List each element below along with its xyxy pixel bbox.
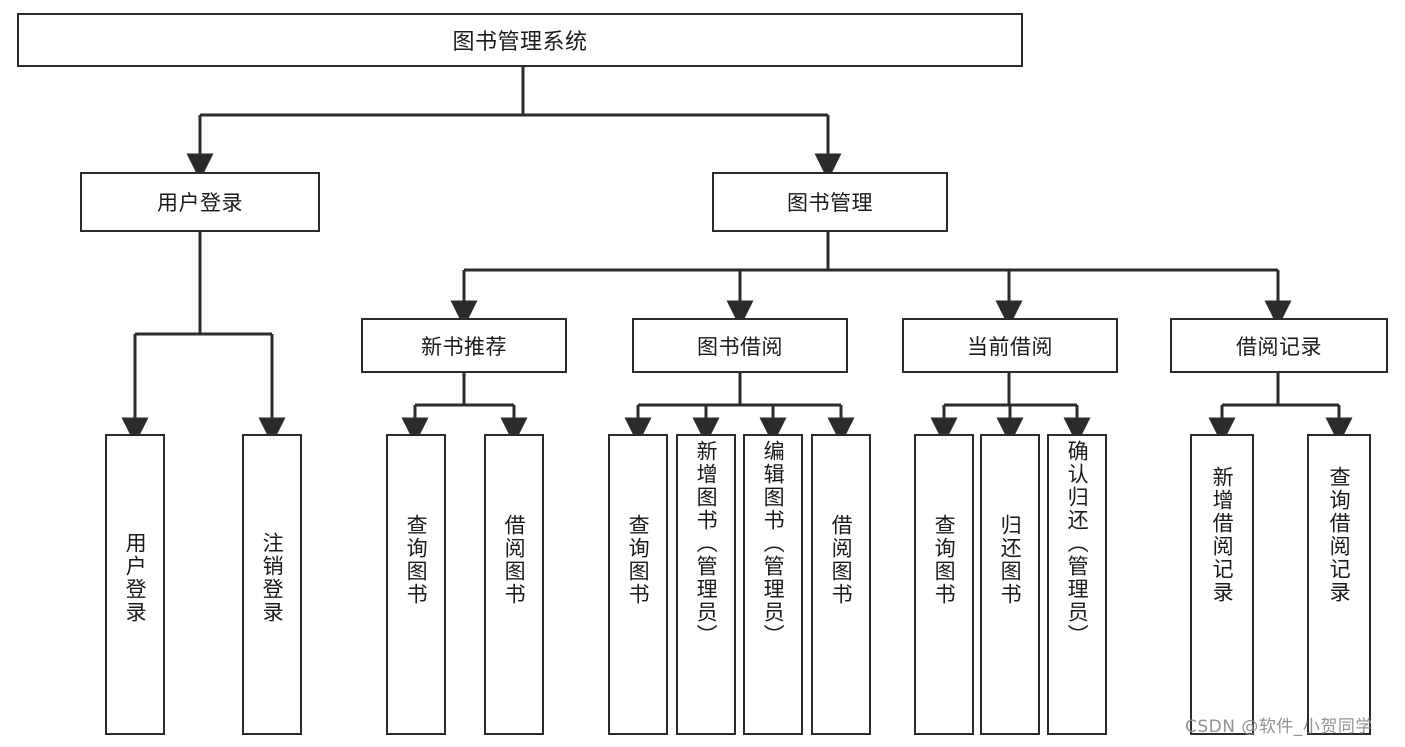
leaf-user-login[interactable]: 用户登录 (105, 434, 165, 735)
node-current-borrow[interactable]: 当前借阅 (902, 318, 1118, 373)
leaf-query-borrow-record[interactable]: 查询借阅记录 (1307, 434, 1371, 735)
leaf-add-borrow-record[interactable]: 新增借阅记录 (1190, 434, 1254, 735)
leaf-label: 确认归还（管理员） (1065, 440, 1090, 647)
leaf-label: 查询图书 (404, 514, 429, 606)
leaf-label: 新增借阅记录 (1210, 466, 1235, 604)
leaf-borrow-book[interactable]: 借阅图书 (811, 434, 871, 735)
leaf-logout[interactable]: 注销登录 (242, 434, 302, 735)
leaf-label: 查询图书 (626, 514, 651, 606)
node-book-management[interactable]: 图书管理 (712, 172, 948, 232)
leaf-edit-book-admin[interactable]: 编辑图书（管理员） (743, 434, 803, 735)
leaf-label: 查询借阅记录 (1327, 466, 1352, 604)
leaf-borrow-book-recommend[interactable]: 借阅图书 (484, 434, 544, 735)
leaf-confirm-return-admin[interactable]: 确认归还（管理员） (1047, 434, 1107, 735)
csdn-watermark: CSDN @软件_小贺同学 (1185, 717, 1373, 737)
leaf-label: 新增图书（管理员） (694, 440, 719, 647)
leaf-query-book-current[interactable]: 查询图书 (914, 434, 974, 735)
leaf-label: 查询图书 (932, 514, 957, 606)
leaf-label: 归还图书 (998, 514, 1023, 606)
leaf-label: 借阅图书 (502, 514, 527, 606)
node-label: 用户登录 (157, 191, 243, 215)
node-borrow-record[interactable]: 借阅记录 (1170, 318, 1388, 373)
node-label: 借阅记录 (1236, 334, 1322, 359)
node-new-book-recommend[interactable]: 新书推荐 (361, 318, 567, 373)
node-label: 图书借阅 (697, 334, 783, 359)
node-label: 图书管理系统 (452, 30, 588, 55)
leaf-return-book[interactable]: 归还图书 (980, 434, 1040, 735)
node-root-system[interactable]: 图书管理系统 (17, 13, 1023, 67)
leaf-label: 注销登录 (260, 532, 285, 624)
leaf-query-book-borrow[interactable]: 查询图书 (608, 434, 668, 735)
node-user-login[interactable]: 用户登录 (80, 172, 320, 232)
node-label: 新书推荐 (421, 334, 507, 359)
leaf-label: 借阅图书 (829, 514, 854, 606)
leaf-label: 编辑图书（管理员） (761, 440, 786, 647)
leaf-add-book-admin[interactable]: 新增图书（管理员） (676, 434, 736, 735)
node-book-borrow[interactable]: 图书借阅 (632, 318, 848, 373)
node-label: 当前借阅 (967, 334, 1053, 359)
leaf-label: 用户登录 (123, 532, 148, 624)
node-label: 图书管理 (787, 191, 873, 215)
leaf-query-book-recommend[interactable]: 查询图书 (386, 434, 446, 735)
